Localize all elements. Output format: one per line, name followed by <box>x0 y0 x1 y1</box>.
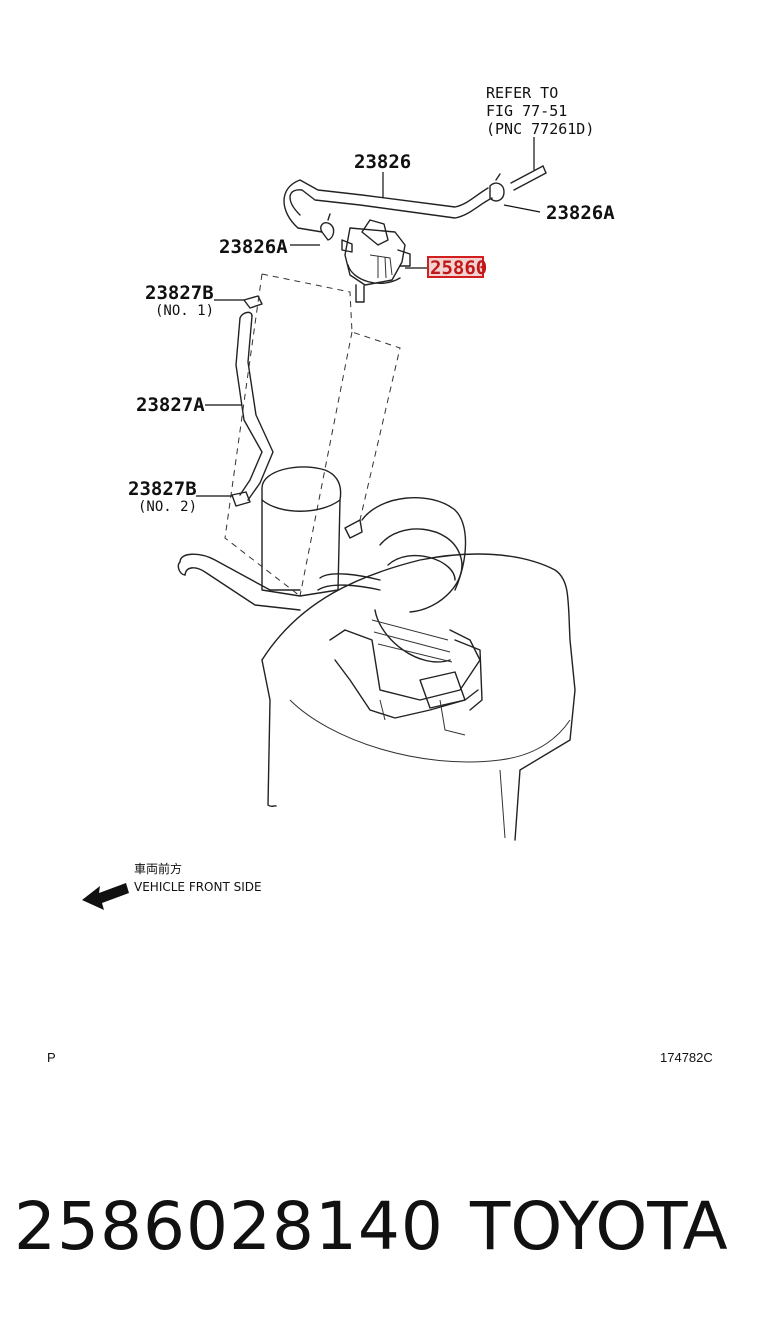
ref-line-2: FIG 77-51 <box>486 102 567 120</box>
label-23827a: 23827A <box>136 394 205 416</box>
dashed-guides <box>224 273 401 597</box>
label-no2: (NO. 2) <box>138 499 197 515</box>
label-23827b-no2: 23827B <box>128 478 197 500</box>
arrow-left-down-icon <box>82 883 129 910</box>
hose-23827a <box>205 311 274 501</box>
callout-labels: 23826 23826A 23826A 25860 23827B (NO. 1)… <box>128 151 615 515</box>
corner-code-left: P <box>47 1050 56 1065</box>
highlight-box <box>427 256 484 278</box>
hose-23826 <box>283 172 493 233</box>
canister-assembly <box>177 466 576 841</box>
ref-line-1: REFER TO <box>486 84 558 102</box>
part-number: 2586028140 <box>14 1188 444 1265</box>
label-23826: 23826 <box>354 151 411 173</box>
direction-jp: 車両前方 <box>134 861 182 876</box>
label-23826a-right: 23826A <box>546 202 615 224</box>
label-23826a-left: 23826A <box>219 236 288 258</box>
clamp-left <box>290 213 335 246</box>
corner-code-right: 174782C <box>660 1050 713 1065</box>
ref-line-3: (PNC 77261D) <box>486 120 594 138</box>
clip-no1 <box>214 295 263 309</box>
ref-pipe <box>510 137 547 191</box>
label-25860: 25860 <box>430 257 487 279</box>
reference-note: REFER TO FIG 77-51 (PNC 77261D) <box>486 84 594 138</box>
label-no1: (NO. 1) <box>155 303 214 319</box>
label-23827b-no1: 23827B <box>145 282 214 304</box>
direction-en: VEHICLE FRONT SIDE <box>134 880 262 894</box>
direction-note: 車両前方 VEHICLE FRONT SIDE <box>82 861 262 910</box>
clip-no2 <box>196 491 251 507</box>
vsv-valve-25860 <box>341 219 484 303</box>
clamp-right <box>489 173 541 213</box>
brand-name: TOYOTA <box>470 1188 728 1265</box>
